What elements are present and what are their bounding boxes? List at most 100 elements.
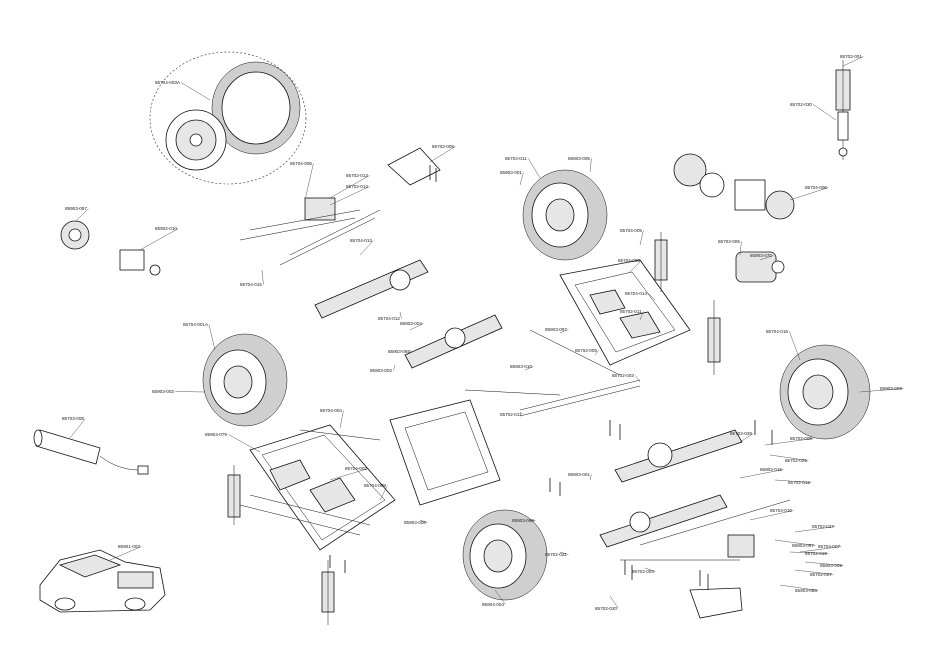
callout-c48: 85903-066 xyxy=(512,518,536,523)
callout-c19: 85703-008 xyxy=(62,416,86,439)
callout-leader-line xyxy=(739,469,784,479)
callout-part-number: 85702-014 xyxy=(346,184,368,189)
callout-leader-line xyxy=(774,539,816,546)
callout-leader-line xyxy=(519,411,524,415)
callout-leader-line xyxy=(175,391,206,393)
callout-part-number: 85903-079 xyxy=(205,432,227,437)
callout-c18: 85903-003 xyxy=(859,386,904,393)
callout-part-number: 85704-014 xyxy=(625,291,647,296)
shock-mid-right xyxy=(707,300,721,375)
callout-leader-line xyxy=(379,485,388,501)
callout-part-number: 85702-012 xyxy=(788,480,810,485)
callout-c35: 85903-070 xyxy=(750,253,774,261)
callout-c40: 85702-003 xyxy=(612,373,641,383)
callout-c26: 85702-012 xyxy=(774,479,812,485)
callout-part-number: 85903-069 xyxy=(388,349,410,354)
callout-part-number: 85704-001A xyxy=(183,322,209,327)
callout-leader-line xyxy=(69,418,86,439)
callout-leader-line xyxy=(635,375,641,383)
callout-c50: 85903-001 xyxy=(568,472,592,481)
tire-right-top xyxy=(522,169,608,261)
callout-part-number: 85903-070 xyxy=(750,253,772,258)
callout-leader-line xyxy=(261,269,264,285)
callout-c54: 85903-068 xyxy=(779,584,819,593)
callout-c47: 85902-015 xyxy=(739,467,784,479)
callout-c04: 85704-011 xyxy=(505,156,541,179)
callout-part-number: 85702-027 xyxy=(812,524,834,529)
motor xyxy=(735,251,785,283)
callout-c07: 85702-013 xyxy=(329,173,370,199)
callout-leader-line xyxy=(794,569,834,575)
callout-part-number: 85702-019 xyxy=(805,551,827,556)
callout-c53: 85702-004 xyxy=(632,567,656,574)
callout-part-number: 85902-010 xyxy=(155,226,177,231)
callout-c10: 85903-057 xyxy=(65,206,89,223)
callout-leader-line xyxy=(559,329,569,334)
chassis-plate-right xyxy=(559,259,691,366)
center-axle-assembly xyxy=(404,314,503,369)
callout-leader-line xyxy=(399,311,402,319)
callout-c23: 85704-009 xyxy=(364,483,388,501)
truck-body-shell xyxy=(39,549,166,613)
callout-leader-line xyxy=(629,260,642,273)
callout-leader-line xyxy=(559,551,569,555)
callout-leader-line xyxy=(419,519,428,523)
callout-part-number: 85702-003 xyxy=(612,373,634,378)
callout-c56: 85702-027 xyxy=(794,524,836,533)
callout-part-number: 85704-015 xyxy=(240,282,262,287)
callout-c32: 85702-006 xyxy=(764,436,814,446)
callout-leader-line xyxy=(208,324,216,351)
callout-part-number: 85704-009 xyxy=(364,483,386,488)
callout-leader-line xyxy=(749,510,794,521)
callout-part-number: 85702-005 xyxy=(575,348,597,353)
spare-tire-group xyxy=(149,51,307,185)
callout-c57: 85704-007 xyxy=(799,544,842,553)
rear-servo xyxy=(727,534,755,558)
callout-leader-line xyxy=(789,331,801,361)
callout-leader-line xyxy=(648,293,656,301)
callout-part-number: 85704-003A xyxy=(155,80,181,85)
callout-c08: 85702-014 xyxy=(329,184,370,206)
callout-part-number: 85903-009 xyxy=(820,563,842,568)
tire-left-middle xyxy=(202,333,288,427)
callout-leader-line xyxy=(329,175,370,199)
callout-part-number: 85704-011 xyxy=(505,156,527,161)
callout-part-number: 85702-026 xyxy=(785,458,807,463)
callout-c09: 85704-006 xyxy=(290,161,314,201)
callout-part-number: 85704-006 xyxy=(805,185,827,190)
left-gear-group xyxy=(60,220,161,276)
callout-leader-line xyxy=(329,468,369,481)
callout-c41: 85903-002 xyxy=(370,364,396,373)
callout-leader-line xyxy=(529,519,536,521)
callout-c22: 85704-002 xyxy=(329,466,369,481)
callout-part-number: 85903-002 xyxy=(370,368,392,373)
callout-c17: 85704-016 xyxy=(766,329,801,361)
callout-part-number: 85903-068 xyxy=(795,588,817,593)
callout-leader-line xyxy=(528,158,541,179)
callout-part-number: 85703-008 xyxy=(62,416,84,421)
front-axle-assembly xyxy=(279,209,429,319)
callout-part-number: 85903-066 xyxy=(512,518,534,523)
callout-c14: 85704-003 xyxy=(618,258,642,273)
callout-c20: 85704-004 xyxy=(320,408,344,429)
callout-part-number: 85704-002 xyxy=(345,466,367,471)
callout-c30: 85704-010 xyxy=(749,508,794,521)
callout-part-number: 85901-003 xyxy=(118,544,140,549)
callout-leader-line xyxy=(228,434,261,453)
tire-bottom-center xyxy=(462,509,548,601)
callout-leader-line xyxy=(524,366,534,371)
callout-part-number: 85704-006 xyxy=(290,161,312,166)
callout-c16: 85903-003 xyxy=(152,389,206,394)
callout-c31: 85901-003 xyxy=(109,544,142,561)
callout-c06: 85702-008 xyxy=(429,144,456,163)
callout-c42: 85903-069 xyxy=(388,349,412,354)
callout-leader-line xyxy=(329,186,370,206)
rear-bumper xyxy=(689,587,743,619)
screws xyxy=(329,165,773,590)
callout-leader-line xyxy=(180,82,211,101)
callout-part-number: 85903-001 xyxy=(568,472,590,477)
callout-leader-line xyxy=(639,311,644,321)
